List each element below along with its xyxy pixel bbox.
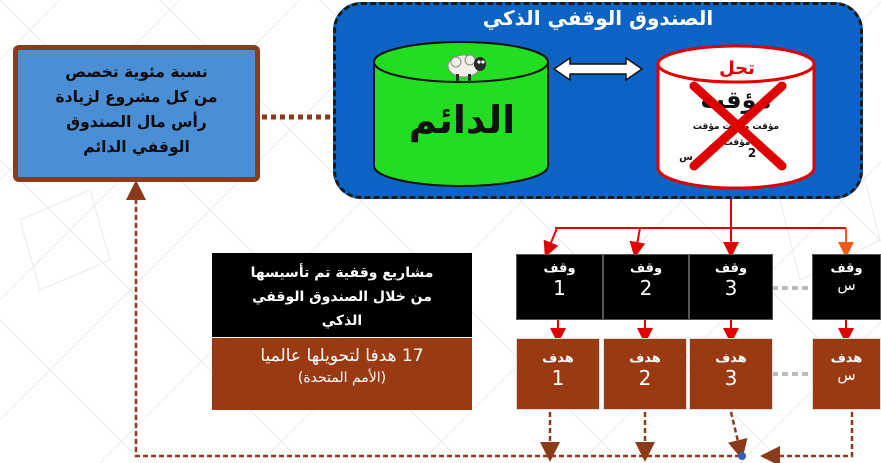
goal-box-1: هدف 1 bbox=[516, 338, 600, 410]
temporary-small-s: س bbox=[679, 152, 693, 163]
goal-label: هدف bbox=[830, 351, 863, 366]
waqf-label: وقف bbox=[714, 261, 748, 276]
left-box-line: الوقفي الدائم bbox=[83, 138, 190, 156]
waqf-number: س bbox=[837, 276, 856, 294]
percentage-allocation-box: نسبة مئوية تخصص من كل مشروع لزيادة رأس م… bbox=[13, 45, 260, 182]
sheep-icon bbox=[447, 54, 486, 82]
left-box-line: رأس مال الصندوق bbox=[66, 113, 207, 131]
goals-line2: (الأمم المتحدة) bbox=[297, 370, 387, 386]
global-goals-box: 17 هدفا لتحويلها عالميا (الأمم المتحدة) bbox=[212, 338, 472, 410]
waqf-number: 1 bbox=[553, 276, 566, 300]
goal-box-s: هدف س bbox=[812, 338, 881, 410]
goal-label: هدف bbox=[715, 351, 747, 366]
permanent-label: الدائم bbox=[408, 98, 516, 142]
projects-line: من خلال الصندوق الوقفي bbox=[252, 289, 432, 305]
waqf-label: وقف bbox=[830, 261, 863, 276]
waqf-box-3: وقف 3 bbox=[689, 254, 773, 320]
temporary-small-num: 2 bbox=[747, 146, 757, 160]
junction-node bbox=[738, 452, 746, 460]
return-loop-line bbox=[126, 180, 740, 458]
waqf-label: وقف bbox=[543, 261, 576, 276]
goals-line1: 17 هدفا لتحويلها عالميا bbox=[260, 346, 424, 366]
waqf-box-1: وقف 1 bbox=[516, 254, 603, 320]
left-box-line: نسبة مئوية تخصص bbox=[65, 63, 208, 81]
double-arrow-icon bbox=[552, 56, 644, 82]
left-box-line: من كل مشروع لزيادة bbox=[55, 88, 218, 106]
goal-number: 3 bbox=[724, 366, 738, 390]
goal-label: هدف bbox=[629, 351, 661, 366]
goal-box-2: هدف 2 bbox=[603, 338, 687, 410]
waqf-number: 3 bbox=[724, 276, 738, 300]
projects-line: مشاريع وقفية تم تأسيسها bbox=[250, 265, 434, 281]
red-cross-icon bbox=[689, 81, 787, 171]
temporary-small-text2: مؤقت bbox=[723, 138, 751, 148]
goal-number: 1 bbox=[551, 366, 565, 390]
goal-box-3: هدف 3 bbox=[689, 338, 773, 410]
projects-box: مشاريع وقفية تم تأسيسها من خلال الصندوق … bbox=[212, 253, 472, 337]
arrow-to-waqf-2 bbox=[629, 227, 646, 258]
projects-line: الذكي bbox=[321, 313, 363, 329]
fund-title: الصندوق الوقفي الذكي bbox=[482, 6, 714, 30]
goal-number: س bbox=[837, 366, 856, 384]
temporary-top-label: تحل bbox=[719, 58, 755, 79]
waqf-box-2: وقف 2 bbox=[603, 254, 689, 320]
waqf-box-s: وقف س bbox=[812, 254, 881, 320]
goal-number: 2 bbox=[638, 366, 652, 390]
arrow-to-waqf-1 bbox=[543, 227, 559, 258]
goal-label: هدف bbox=[542, 351, 574, 366]
waqf-label: وقف bbox=[629, 261, 663, 276]
waqf-number: 2 bbox=[639, 276, 653, 300]
